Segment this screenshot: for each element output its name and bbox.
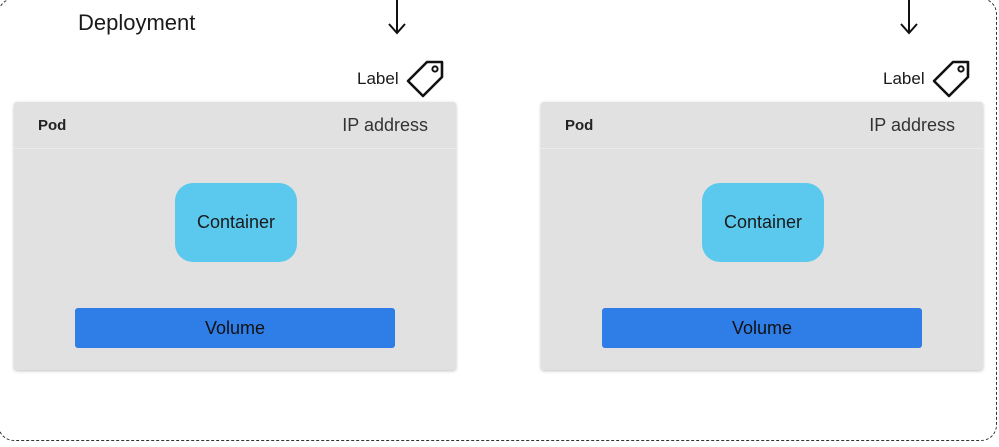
deployment-title: Deployment [78,10,196,35]
label-tag-2: Label [883,58,971,100]
pod-title: Pod [38,117,67,134]
pod-ip-address: IP address [869,115,955,135]
down-arrow-icon [388,0,406,35]
container-box: Container [175,183,297,262]
pod-title: Pod [565,117,594,134]
down-arrow-icon [900,0,918,35]
pod-ip-address: IP address [342,115,428,135]
pod-2: Pod IP address Container Volume [541,102,983,370]
tag-icon [406,60,443,98]
container-box: Container [702,183,824,262]
tag-icon [932,60,969,98]
pod-1: Pod IP address Container Volume [14,102,456,370]
pod-header: Pod IP address [14,102,456,149]
label-text: Label [357,69,399,88]
label-tag-1: Label [357,58,445,100]
label-text: Label [883,69,925,88]
volume-bar: Volume [75,308,395,348]
pod-header: Pod IP address [541,102,983,149]
volume-bar: Volume [602,308,922,348]
